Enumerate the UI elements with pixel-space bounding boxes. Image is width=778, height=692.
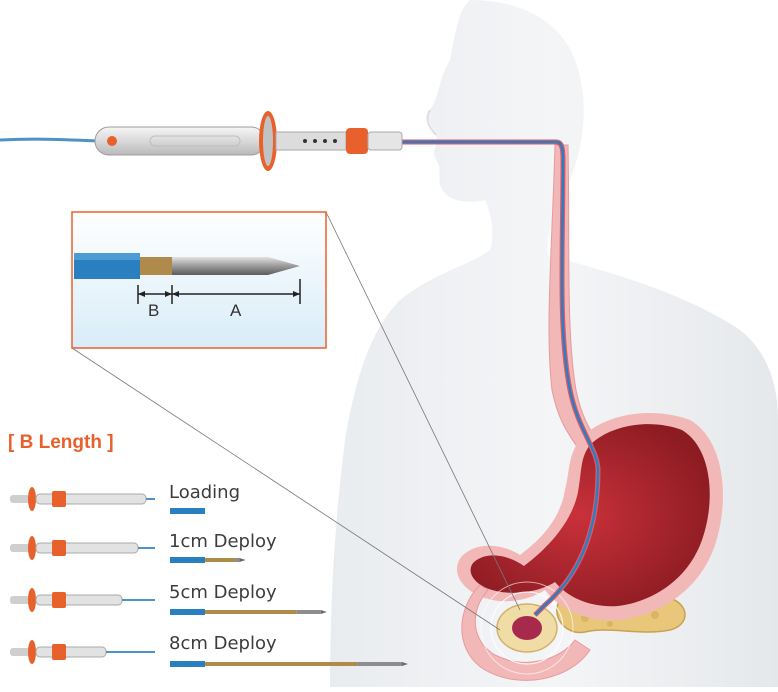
sheath-bar [170, 609, 205, 615]
b-length-heading: [ B Length ] [8, 432, 114, 454]
state-label-5cm: 5cm Deploy [169, 582, 277, 603]
needle-bar [235, 558, 239, 562]
delivery-device [0, 111, 402, 171]
stent-bar [205, 558, 235, 562]
state-label-loading: Loading [169, 482, 240, 503]
label-a: A [230, 301, 241, 321]
label-b: B [148, 301, 159, 321]
stent-bar [205, 610, 296, 614]
needle-bar [296, 610, 320, 614]
sheath-bar [170, 557, 205, 563]
state-label-8cm: 8cm Deploy [169, 633, 277, 654]
sheath-bar [170, 661, 205, 667]
sheath-bar [170, 508, 205, 514]
needle-bar [357, 662, 402, 666]
stent-bar [205, 662, 357, 666]
detail-box [72, 212, 326, 348]
state-label-1cm: 1cm Deploy [169, 531, 277, 552]
